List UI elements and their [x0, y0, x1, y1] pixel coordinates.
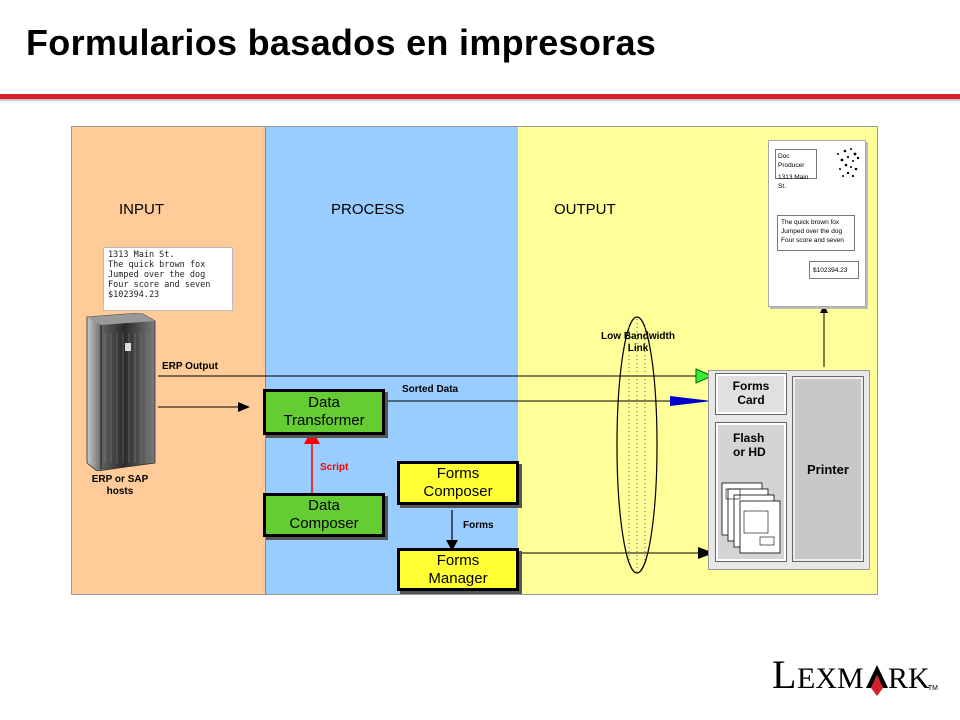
flash-hd-label-line: or HD: [733, 445, 766, 459]
low-bandwidth-ellipse: [616, 316, 658, 574]
forms-manager-label-line: Manager: [428, 569, 488, 587]
data-transformer-label-line: Data: [308, 394, 340, 411]
svg-text:L: L: [772, 652, 796, 697]
forms-label: Forms: [463, 520, 494, 531]
data-transformer-label-line: Transformer: [283, 412, 365, 429]
erp-sample-line: Four score and seven: [108, 280, 211, 290]
document-body-line: The quick brown fox: [781, 219, 840, 226]
document-total-block: $102394.23: [809, 261, 859, 279]
lexmark-logo: L EXM RK TM: [770, 648, 940, 700]
forms-composer-label-line: Composer: [423, 483, 493, 500]
sorted-data-label: Sorted Data: [402, 384, 459, 395]
architecture-diagram: INPUT PROCESS OUTPUT 1313 Main St. The q…: [71, 126, 878, 595]
printer-to-document-arrowhead: [820, 305, 828, 313]
script-label: Script: [320, 462, 349, 473]
document-logo-icon: [837, 148, 860, 178]
forms-composer-label-line: Forms: [436, 465, 480, 482]
server-caption-line: hosts: [106, 486, 134, 497]
script-arrowhead: [304, 429, 320, 444]
forms-composer-box: Forms Composer: [397, 461, 519, 505]
trademark-mark: TM: [927, 685, 938, 692]
flash-hd-label-line: Flash: [733, 431, 765, 445]
svg-text:EXM: EXM: [797, 662, 864, 695]
forms-manager-box: Forms Manager: [397, 548, 519, 591]
forms-card-label-line: Card: [737, 393, 765, 407]
erp-output-label: ERP Output: [162, 361, 218, 372]
document-body-line: Jumped over the dog: [781, 228, 843, 235]
flash-hd-box: Flash or HD: [715, 422, 787, 562]
erp-sample-line: $102394.23: [108, 290, 160, 300]
lexmark-logo-mark: L EXM RK: [772, 652, 930, 697]
title-rule-shadow: [0, 99, 960, 101]
forms-manager-label-line: Forms: [436, 551, 480, 569]
erp-sample-line: Jumped over the dog: [108, 270, 206, 280]
forms-card-box: Forms Card: [715, 373, 787, 415]
connector-layer: [158, 305, 828, 574]
low-bandwidth-label-line: Link: [627, 343, 649, 354]
svg-text:RK: RK: [888, 662, 930, 695]
erp-output-arrowhead: [695, 368, 714, 384]
server-caption-line: ERP or SAP: [91, 474, 149, 485]
printer-label: Printer: [807, 462, 849, 477]
flash-hd-label: Flash or HD: [733, 431, 766, 459]
document-body-line: Four score and seven: [781, 237, 844, 244]
document-header-line: 1313 Main St.: [778, 174, 809, 190]
data-composer-label-line: Composer: [289, 515, 359, 532]
document-total: $102394.23: [813, 267, 848, 274]
low-bandwidth-label-line: Low Bandwidth: [601, 331, 675, 342]
server-rack-icon: [86, 313, 156, 471]
manager-to-flash-arrowhead: [698, 547, 714, 559]
sorted-data-arrowhead: [670, 396, 712, 406]
server-to-transformer-arrowhead: [238, 402, 250, 412]
output-document: Doc Producer 1313 Main St. The quick bro…: [768, 140, 866, 307]
data-transformer-box: Data Transformer: [263, 389, 385, 435]
data-composer-box: Data Composer: [263, 493, 385, 537]
document-header-block: Doc Producer 1313 Main St.: [775, 149, 817, 190]
data-composer-label-line: Data: [308, 497, 340, 514]
erp-sample-line: The quick brown fox: [108, 260, 206, 270]
input-zone-label: INPUT: [119, 201, 164, 218]
document-body-block: The quick brown fox Jumped over the dog …: [777, 215, 855, 251]
slide-title: Formularios basados en impresoras: [26, 22, 657, 63]
low-bandwidth-label: Low Bandwidth Link: [588, 331, 688, 355]
server-caption: ERP or SAP hosts: [80, 474, 160, 498]
erp-sample-line: 1313 Main St.: [108, 250, 175, 260]
stacked-forms-icon: [721, 482, 781, 554]
title-rule: [0, 94, 960, 99]
forms-card-label-line: Forms: [732, 379, 770, 393]
process-zone-label: PROCESS: [331, 201, 405, 218]
forms-arrowhead: [446, 540, 458, 551]
output-zone-label: OUTPUT: [554, 201, 616, 218]
document-header-line: Doc Producer: [778, 153, 805, 169]
erp-data-sample: 1313 Main St. The quick brown fox Jumped…: [103, 247, 233, 311]
printer-box: Printer: [792, 376, 864, 562]
